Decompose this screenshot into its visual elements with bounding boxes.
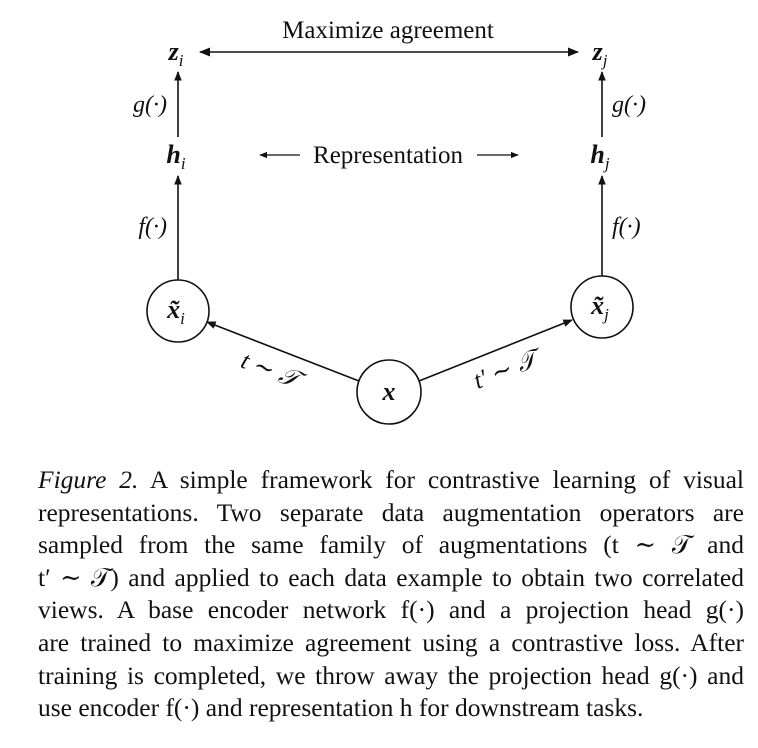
right-augmentation-label: t′ ∼ 𝒯 bbox=[470, 343, 548, 394]
caption-line-1: Figure 2. A simple framework for contras… bbox=[38, 464, 744, 497]
caption-line-6: are trained to maximize agreement using … bbox=[38, 627, 744, 657]
figure-label: Figure 2. bbox=[38, 465, 139, 494]
caption-line-4: t′ ∼ 𝒯) and applied to each data example… bbox=[38, 562, 744, 592]
caption-text-1: A simple framework for contrastive learn… bbox=[149, 465, 744, 494]
caption-line-2: representations. Two separate data augme… bbox=[38, 497, 744, 527]
caption-line-7: training is completed, we throw away the… bbox=[38, 660, 744, 690]
z-i-node: zi bbox=[168, 37, 184, 70]
right-encoder-label: f(·) bbox=[612, 214, 641, 240]
z-j-node: zj bbox=[592, 37, 608, 70]
x-tilde-j-circle bbox=[570, 275, 634, 339]
caption-line-8: use encoder f(·) and representation h fo… bbox=[38, 693, 644, 723]
left-augmentation-label: t ∼ 𝒯 bbox=[237, 347, 310, 396]
x-tilde-i-circle bbox=[146, 279, 210, 343]
maximize-agreement-label: Maximize agreement bbox=[282, 17, 494, 44]
figure-caption: Figure 2. A simple framework for contras… bbox=[38, 464, 744, 725]
right-projection-label: g(·) bbox=[612, 92, 646, 118]
left-encoder-label: f(·) bbox=[138, 214, 167, 240]
x-tilde-i-node: x̃i bbox=[166, 295, 185, 328]
x-input-node: x bbox=[382, 377, 396, 406]
x-input-circle bbox=[356, 359, 422, 425]
left-projection-label: g(·) bbox=[133, 92, 167, 118]
right-augmentation-arrow bbox=[418, 319, 573, 382]
h-i-node: hi bbox=[166, 140, 185, 173]
caption-line-3: sampled from the same family of augmenta… bbox=[38, 530, 744, 560]
h-j-node: hj bbox=[590, 140, 609, 173]
x-tilde-j-node: x̃j bbox=[590, 291, 609, 324]
caption-line-5: views. A base encoder network f(·) and a… bbox=[38, 595, 744, 625]
left-augmentation-arrow bbox=[206, 321, 360, 382]
representation-label: Representation bbox=[313, 142, 463, 169]
simclr-framework-diagram: Maximize agreement zi zj g(·) g(·) hi hj… bbox=[133, 17, 646, 425]
